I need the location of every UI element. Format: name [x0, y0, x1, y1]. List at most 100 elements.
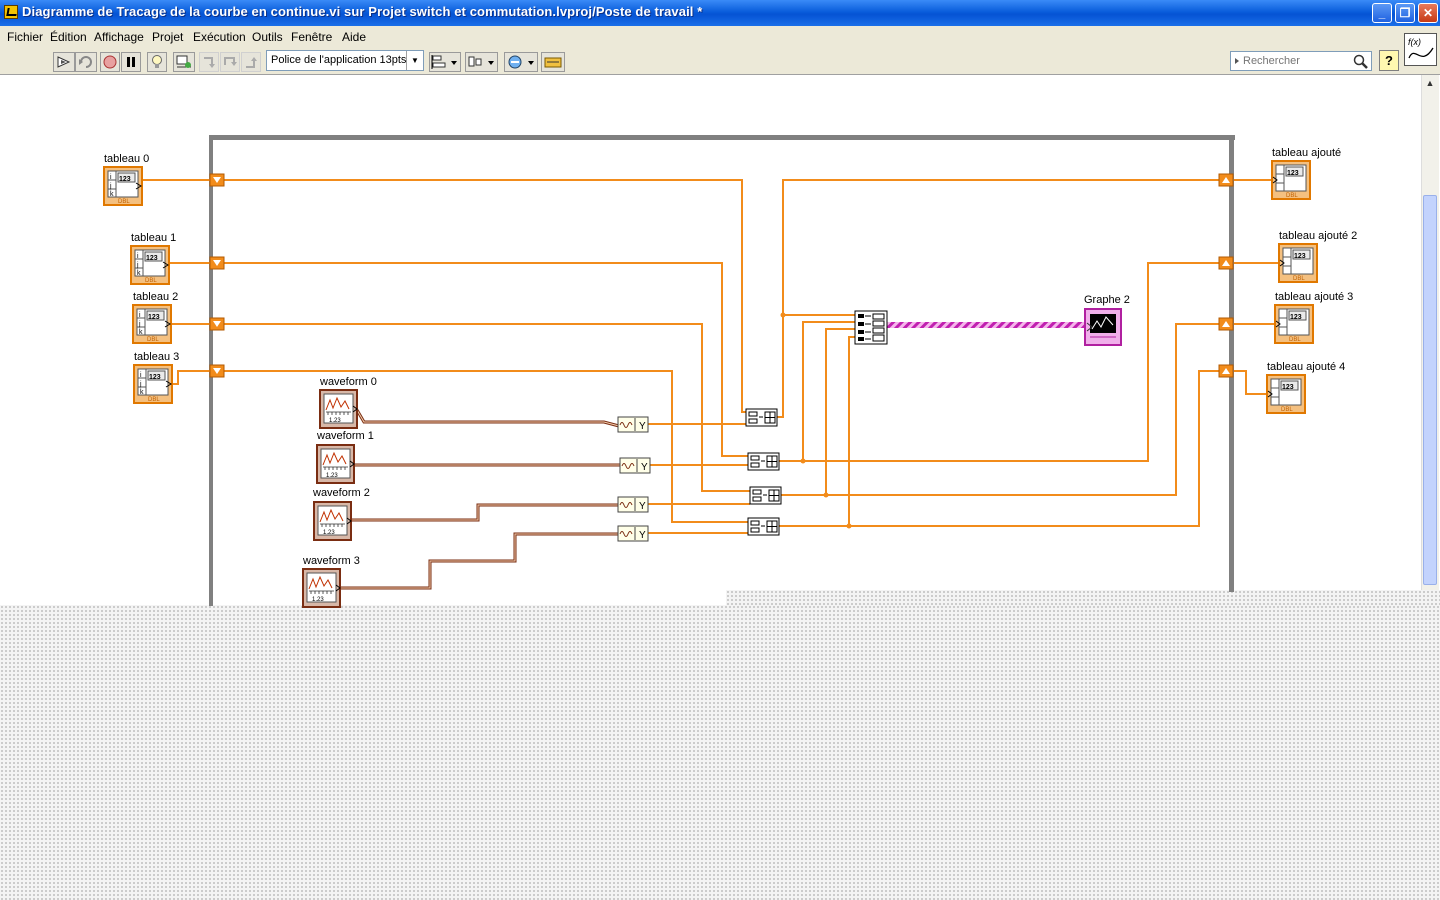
window-title-bar[interactable]: Diagramme de Tracage de la courbe en con…	[0, 0, 1440, 26]
svg-text:DBL: DBL	[1289, 337, 1301, 343]
input-label-tableau-2: tableau 2	[133, 291, 179, 303]
svg-text:DBL: DBL	[1293, 276, 1305, 282]
svg-text:j: j	[109, 183, 112, 190]
svg-text:123: 123	[1290, 314, 1302, 321]
svg-text:123: 123	[149, 374, 161, 381]
abort-icon[interactable]	[100, 52, 120, 72]
svg-text:1.23: 1.23	[312, 597, 324, 603]
menu-bar: Fichier Édition Affichage Projet Exécuti…	[0, 26, 1440, 47]
search-input[interactable]	[1243, 54, 1351, 68]
get-waveform-y-nodes[interactable]: Y Y Y Y	[617, 416, 651, 542]
labview-app-icon	[4, 5, 18, 19]
svg-text:f(x): f(x)	[1408, 37, 1421, 47]
svg-text:j: j	[139, 381, 142, 388]
svg-text:1.23: 1.23	[326, 473, 338, 479]
search-icon[interactable]	[1353, 54, 1369, 70]
svg-text:123: 123	[1282, 384, 1294, 391]
menu-fichier[interactable]: Fichier	[7, 30, 44, 44]
svg-text:k: k	[110, 191, 114, 198]
svg-text:1.23: 1.23	[323, 530, 335, 536]
menu-execution[interactable]: Exécution	[193, 30, 246, 44]
block-diagram-canvas[interactable]	[0, 75, 1421, 605]
vi-connector-icon[interactable]: f(x)	[1404, 33, 1437, 66]
waveform-label-0: waveform 0	[320, 376, 377, 388]
menu-outils[interactable]: Outils	[252, 30, 283, 44]
svg-text:j: j	[138, 321, 141, 328]
svg-text:k: k	[137, 270, 141, 277]
menu-fenetre[interactable]: Fenêtre	[291, 30, 333, 44]
align-icon[interactable]	[429, 52, 461, 72]
svg-text:123: 123	[119, 176, 131, 183]
close-button[interactable]: ✕	[1418, 3, 1438, 23]
svg-text:k: k	[139, 329, 143, 336]
step-out-icon[interactable]	[241, 52, 261, 72]
svg-text:123: 123	[146, 255, 158, 262]
distribute-icon[interactable]	[465, 52, 498, 72]
output-array-indicators[interactable]: 123 DBL 123 DBL 123 DBL 123	[1266, 160, 1318, 414]
output-label-tableau-ajoute-2: tableau ajouté 2	[1279, 230, 1358, 242]
run-continuously-icon[interactable]	[75, 52, 97, 72]
svg-text:DBL: DBL	[147, 337, 159, 343]
svg-text:DBL: DBL	[148, 397, 160, 403]
font-select[interactable]: Police de l'application 13pts ▼	[266, 50, 424, 71]
svg-text:i: i	[139, 312, 141, 319]
canvas-grid-background-upper	[726, 590, 1440, 606]
scroll-up-icon[interactable]: ▲	[1425, 78, 1435, 88]
maximize-button[interactable]: ❐	[1395, 3, 1415, 23]
cleanup-icon[interactable]	[541, 52, 565, 72]
graph-label: Graphe 2	[1084, 294, 1130, 306]
output-label-tableau-ajoute-4: tableau ajouté 4	[1267, 361, 1346, 373]
svg-text:DBL: DBL	[118, 199, 130, 205]
waveform-label-1: waveform 1	[317, 430, 374, 442]
svg-text:DBL: DBL	[145, 278, 157, 284]
highlight-execution-icon[interactable]	[147, 52, 167, 72]
output-label-tableau-ajoute-3: tableau ajouté 3	[1275, 291, 1354, 303]
menu-aide[interactable]: Aide	[342, 30, 367, 44]
toolbar	[0, 47, 1440, 75]
svg-text:j: j	[136, 262, 139, 269]
scrollbar-thumb[interactable]	[1423, 195, 1437, 585]
svg-text:1.23: 1.23	[329, 418, 341, 424]
help-button[interactable]: ?	[1379, 50, 1399, 71]
loop-tunnels[interactable]	[209, 173, 1234, 378]
step-into-icon[interactable]	[199, 52, 219, 72]
svg-text:Y: Y	[639, 530, 646, 541]
input-array-terminals[interactable]: ijk 123 DBL ijk 123 DBL ijk 123 DBL	[103, 166, 173, 404]
svg-text:DBL: DBL	[1286, 193, 1298, 199]
retain-wire-values-icon[interactable]	[173, 52, 195, 72]
wire-junctions	[780, 312, 852, 529]
vertical-scrollbar[interactable]: ▲	[1421, 75, 1439, 590]
build-cluster-array-node[interactable]	[854, 310, 888, 345]
chevron-down-icon[interactable]: ▼	[406, 51, 423, 70]
search-box[interactable]	[1230, 51, 1372, 71]
svg-text:123: 123	[148, 314, 160, 321]
svg-text:DBL: DBL	[1281, 407, 1293, 413]
input-label-tableau-3: tableau 3	[134, 351, 180, 363]
output-label-tableau-ajoute: tableau ajouté	[1272, 147, 1342, 159]
minimize-button[interactable]: _	[1372, 3, 1392, 23]
pause-icon[interactable]	[121, 52, 141, 72]
menu-affichage[interactable]: Affichage	[94, 30, 144, 44]
waveform-label-2: waveform 2	[313, 487, 370, 499]
svg-text:Y: Y	[641, 462, 648, 473]
font-select-value: Police de l'application 13pts	[271, 54, 407, 66]
orange-wires[interactable]	[141, 179, 1282, 534]
graph-data-wire[interactable]	[885, 322, 1087, 328]
svg-text:k: k	[140, 389, 144, 396]
build-array-nodes[interactable]	[745, 408, 782, 536]
waveform-label-3: waveform 3	[303, 555, 360, 567]
waveform-terminals[interactable]: 1.23 1.23 1.23 1.23	[302, 389, 358, 608]
menu-projet[interactable]: Projet	[152, 30, 184, 44]
step-over-icon[interactable]	[220, 52, 240, 72]
window-title: Diagramme de Tracage de la courbe en con…	[22, 4, 703, 19]
graph-terminal[interactable]	[1084, 308, 1122, 346]
expand-arrow-icon[interactable]	[1234, 57, 1240, 65]
reorder-icon[interactable]	[504, 52, 538, 72]
svg-text:Y: Y	[639, 421, 646, 432]
run-arrow-icon[interactable]	[53, 52, 75, 72]
input-label-tableau-1: tableau 1	[131, 232, 177, 244]
svg-text:i: i	[110, 174, 112, 181]
waveform-wires-inner	[340, 409, 621, 589]
menu-edition[interactable]: Édition	[50, 30, 87, 44]
